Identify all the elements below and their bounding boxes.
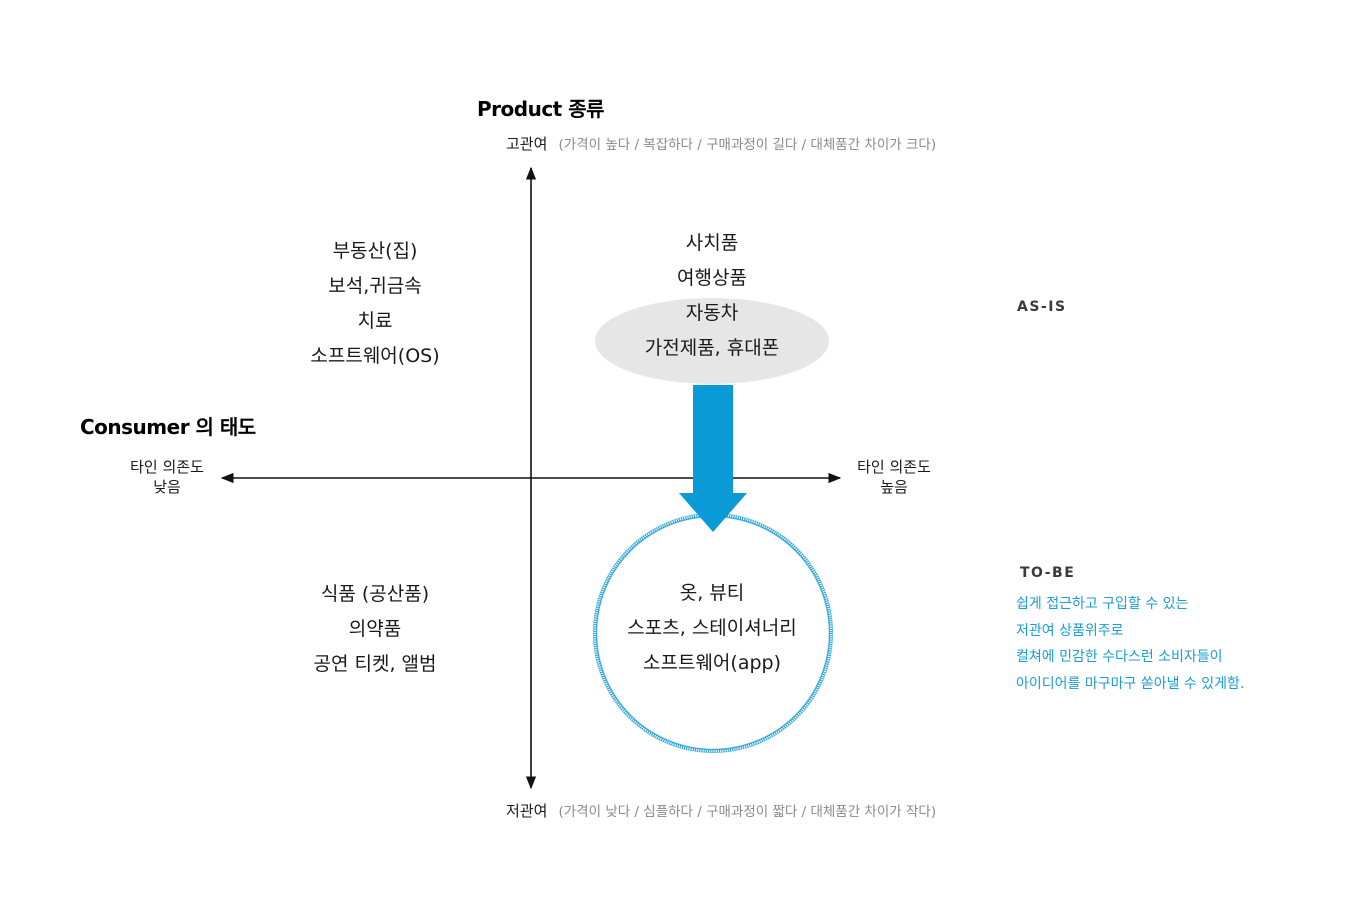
to-be-description: 쉽게 접근하고 구입할 수 있는 저관여 상품위주로 컬쳐에 민감한 수다스런 … — [1016, 591, 1244, 697]
y-axis-top-label: 고관여 — [506, 135, 548, 153]
shift-down-arrow-icon — [679, 385, 747, 532]
quadrant-item: 소프트웨어(app) — [643, 652, 781, 674]
x-axis-right-line2: 높음 — [880, 478, 908, 496]
quadrant-item: 식품 (공산품) — [320, 583, 430, 605]
product-type-heading: Product 종류 — [477, 97, 605, 121]
quadrant-top-right: 사치품 여행상품 자동차 가전제품, 휴대폰 — [612, 226, 812, 366]
quadrant-item: 옷, 뷰티 — [679, 582, 745, 604]
to-be-line: 쉽게 접근하고 구입할 수 있는 — [1016, 596, 1189, 612]
consumer-attitude-heading: Consumer 의 태도 — [80, 415, 256, 439]
quadrant-item: 자동차 — [685, 302, 739, 324]
y-axis-top-note: (가격이 높다 / 복잡하다 / 구매과정이 길다 / 대체품간 차이가 크다) — [558, 137, 937, 153]
quadrant-item: 여행상품 — [677, 267, 747, 289]
quadrant-item: 사치품 — [685, 232, 739, 254]
quadrant-item: 가전제품, 휴대폰 — [644, 337, 780, 359]
x-axis-left-line2: 낮음 — [153, 478, 181, 496]
quadrant-item: 치료 — [357, 310, 393, 332]
quadrant-bottom-right: 옷, 뷰티 스포츠, 스테이셔너리 소프트웨어(app) — [602, 576, 822, 681]
quadrant-item: 보석,귀금속 — [328, 275, 422, 297]
to-be-line: 컬쳐에 민감한 수다스런 소비자들이 — [1016, 649, 1223, 665]
quadrant-item: 스포츠, 스테이셔너리 — [627, 617, 797, 639]
quadrant-item: 의약품 — [348, 618, 402, 640]
x-axis-left-label: 타인 의존도 낮음 — [118, 457, 216, 497]
as-is-tag: AS-IS — [1017, 299, 1067, 315]
y-axis-bottom-note: (가격이 낮다 / 심플하다 / 구매과정이 짧다 / 대체품간 차이가 작다) — [558, 804, 937, 820]
y-axis-top: 고관여 (가격이 높다 / 복잡하다 / 구매과정이 길다 / 대체품간 차이가… — [506, 133, 936, 154]
quadrant-item: 소프트웨어(OS) — [310, 345, 440, 367]
quadrant-top-left: 부동산(집) 보석,귀금속 치료 소프트웨어(OS) — [275, 234, 475, 374]
to-be-line: 아이디어를 마구마구 쏟아낼 수 있게함. — [1016, 675, 1245, 692]
x-axis-right-line1: 타인 의존도 — [857, 458, 931, 476]
quadrant-bottom-left: 식품 (공산품) 의약품 공연 티켓, 앨범 — [275, 577, 475, 682]
y-axis-bottom: 저관여 (가격이 낮다 / 심플하다 / 구매과정이 짧다 / 대체품간 차이가… — [506, 800, 936, 821]
x-axis-right-label: 타인 의존도 높음 — [845, 457, 943, 497]
x-axis-left-line1: 타인 의존도 — [130, 458, 204, 476]
y-axis-bottom-label: 저관여 — [506, 802, 548, 820]
as-is-highlight-ellipse — [595, 298, 829, 384]
quadrant-item: 부동산(집) — [332, 240, 418, 262]
to-be-line: 저관여 상품위주로 — [1016, 622, 1124, 639]
quadrant-item: 공연 티켓, 앨범 — [313, 653, 437, 675]
to-be-tag: TO-BE — [1020, 565, 1076, 581]
